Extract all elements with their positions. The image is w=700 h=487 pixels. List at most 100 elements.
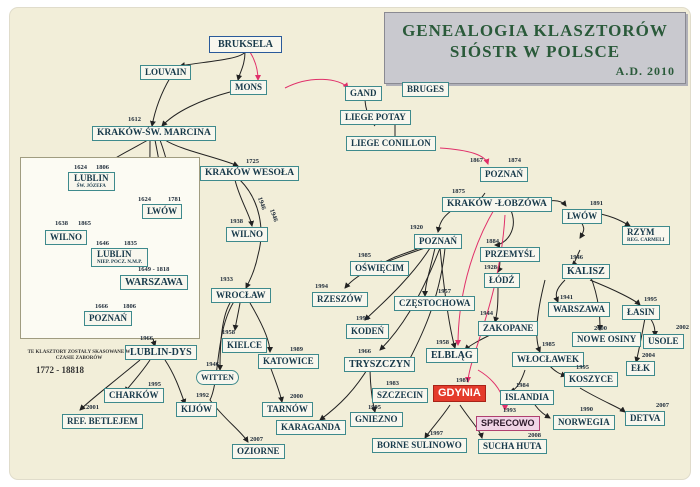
node-wilno[interactable]: WILNO: [226, 227, 269, 242]
node-koden[interactable]: KODEŃ: [346, 324, 390, 339]
node-kijow[interactable]: KIJÓW: [176, 402, 218, 417]
node-elblag[interactable]: ELBLĄG: [426, 348, 478, 363]
year-label: 1981: [456, 377, 469, 384]
year-label: 1938: [230, 218, 243, 225]
link: [232, 302, 241, 331]
node-rzym[interactable]: RZYM REG. CARMELI: [622, 226, 670, 245]
node-lublin-dys[interactable]: LUBLIN-DYS: [125, 345, 197, 360]
year-label: 2000: [594, 325, 607, 332]
year-label: 2004: [642, 352, 655, 359]
node-liege-conillon[interactable]: LIEGE CONILLON: [346, 136, 436, 151]
node-bruges[interactable]: BRUGES: [402, 82, 450, 97]
node-lublin-sw-jozefa[interactable]: LUBLIN ŚW. JÓZEFA: [68, 172, 115, 191]
node-oswiecim[interactable]: OŚWIĘCIM: [350, 261, 410, 276]
node-lwow-old[interactable]: LWÓW: [142, 204, 183, 219]
node-charkow[interactable]: CHARKÓW: [104, 388, 164, 403]
year-label: 1989: [290, 346, 303, 353]
year-label: 2000: [290, 393, 303, 400]
node-elk[interactable]: EŁK: [626, 361, 656, 376]
node-kielce[interactable]: KIELCE: [222, 338, 268, 353]
year-label: 1966: [358, 348, 371, 355]
node-islandia[interactable]: ISLANDIA: [500, 390, 555, 405]
node-gdynia[interactable]: GDYNIA: [433, 385, 486, 402]
node-sublabel: NIEP. POCZ. N.M.P.: [97, 260, 143, 265]
link: [239, 179, 262, 289]
node-label: LUBLIN: [74, 173, 109, 183]
node-ref-betlejem[interactable]: REF. BETLEJEM: [62, 414, 143, 429]
node-liege-potay[interactable]: LIEGE POTAY: [340, 110, 411, 125]
node-przemysl[interactable]: PRZEMYŚL: [480, 247, 541, 262]
year-label: 1995: [368, 404, 381, 411]
node-usole[interactable]: USOLE: [643, 334, 684, 349]
node-witten[interactable]: WITTEN: [196, 370, 239, 385]
link: [164, 359, 187, 405]
year-label: 1992: [196, 392, 209, 399]
year-label: 1867: [470, 157, 483, 164]
year-label: 1835: [124, 240, 137, 247]
node-poznan[interactable]: POZNAŃ: [480, 167, 528, 182]
node-warszawa[interactable]: WARSZAWA: [548, 302, 611, 317]
node-rzeszow[interactable]: RZESZÓW: [312, 292, 368, 307]
node-lwow[interactable]: LWÓW: [562, 209, 603, 224]
node-wilno-old[interactable]: WILNO: [45, 230, 88, 245]
node-label: RZYM: [627, 227, 655, 237]
node-krakow-wesola[interactable]: KRAKÓW WESOŁA: [200, 166, 300, 181]
node-gniezno[interactable]: GNIEZNO: [350, 412, 403, 427]
node-warszawa-old[interactable]: WARSZAWA: [120, 275, 188, 290]
year-label: 1983: [386, 380, 399, 387]
node-kalisz[interactable]: KALISZ: [562, 264, 610, 279]
link: [179, 51, 246, 68]
link: [249, 302, 273, 353]
link: [494, 207, 514, 248]
title-box: GENEALOGIA KLASZTORÓW SIÓSTR W POLSCE A.…: [384, 12, 686, 84]
node-detva[interactable]: DETVA: [625, 411, 666, 426]
node-krakow-lobzowa[interactable]: KRAKÓW -ŁOBZÓWA: [442, 197, 552, 212]
year-label: 1957: [438, 288, 451, 295]
node-krakow-sw-marcina[interactable]: KRAKÓW-ŚW. MARCINA: [92, 126, 216, 141]
year-label: 1646: [96, 240, 109, 247]
node-lodz[interactable]: ŁÓDŹ: [484, 273, 520, 288]
year-label: 1638: [55, 220, 68, 227]
node-gand[interactable]: GAND: [345, 86, 382, 101]
link: [364, 247, 431, 321]
node-koszyce[interactable]: KOSZYCE: [564, 372, 619, 387]
node-poznan-2[interactable]: POZNAŃ: [414, 234, 462, 249]
node-lublin-npn[interactable]: LUBLIN NIEP. POCZ. N.M.P.: [91, 248, 149, 267]
link: [236, 51, 246, 81]
node-karaganda[interactable]: KARAGANDA: [276, 420, 346, 435]
year-label: 1806: [123, 303, 136, 310]
node-poznan-old[interactable]: POZNAŃ: [84, 311, 132, 326]
node-sprecowo[interactable]: SPRECOWO: [476, 416, 540, 431]
year-label: 2008: [528, 432, 541, 439]
node-louvain[interactable]: LOUVAIN: [140, 65, 192, 80]
node-borne-sulinowo[interactable]: BORNE SULINOWO: [372, 438, 467, 453]
node-zakopane[interactable]: ZAKOPANE: [478, 321, 539, 336]
node-label: LUBLIN: [97, 249, 132, 259]
node-wroclaw[interactable]: WROCŁAW: [211, 288, 271, 303]
node-szczecin[interactable]: SZCZECIN: [372, 388, 429, 403]
node-lasin[interactable]: ŁASIN: [622, 305, 660, 320]
node-bruksela[interactable]: BRUKSELA: [209, 36, 283, 53]
highlight-link: [477, 369, 508, 411]
node-tarnow[interactable]: TARNÓW: [262, 402, 313, 417]
year-label: 1995: [576, 364, 589, 371]
node-ozorne[interactable]: OZIORNE: [232, 444, 285, 459]
year-label: 2007: [250, 436, 263, 443]
suppression-years: 1772 - 18818: [36, 365, 84, 375]
node-katowice[interactable]: KATOWICE: [258, 354, 319, 369]
link: [579, 387, 626, 413]
year-label: 1781: [168, 196, 181, 203]
node-czestochowa[interactable]: CZĘSTOCHOWA: [394, 296, 476, 311]
year-label: 1985: [358, 252, 371, 259]
link: [493, 285, 500, 323]
node-mons[interactable]: MONS: [230, 80, 267, 95]
node-norwegia[interactable]: NORWEGIA: [553, 415, 615, 430]
link: [149, 77, 171, 127]
node-wloclawek[interactable]: WŁOCŁAWEK: [512, 352, 585, 367]
node-sucha-huta[interactable]: SUCHA HUTA: [478, 439, 547, 454]
node-tryszczyn[interactable]: TRYSZCZYN: [344, 357, 416, 372]
year-label: 1891: [590, 200, 603, 207]
node-nowe-osiny[interactable]: NOWE OSINY: [572, 332, 642, 347]
link: [589, 279, 641, 306]
year-label: 1612: [128, 116, 141, 123]
